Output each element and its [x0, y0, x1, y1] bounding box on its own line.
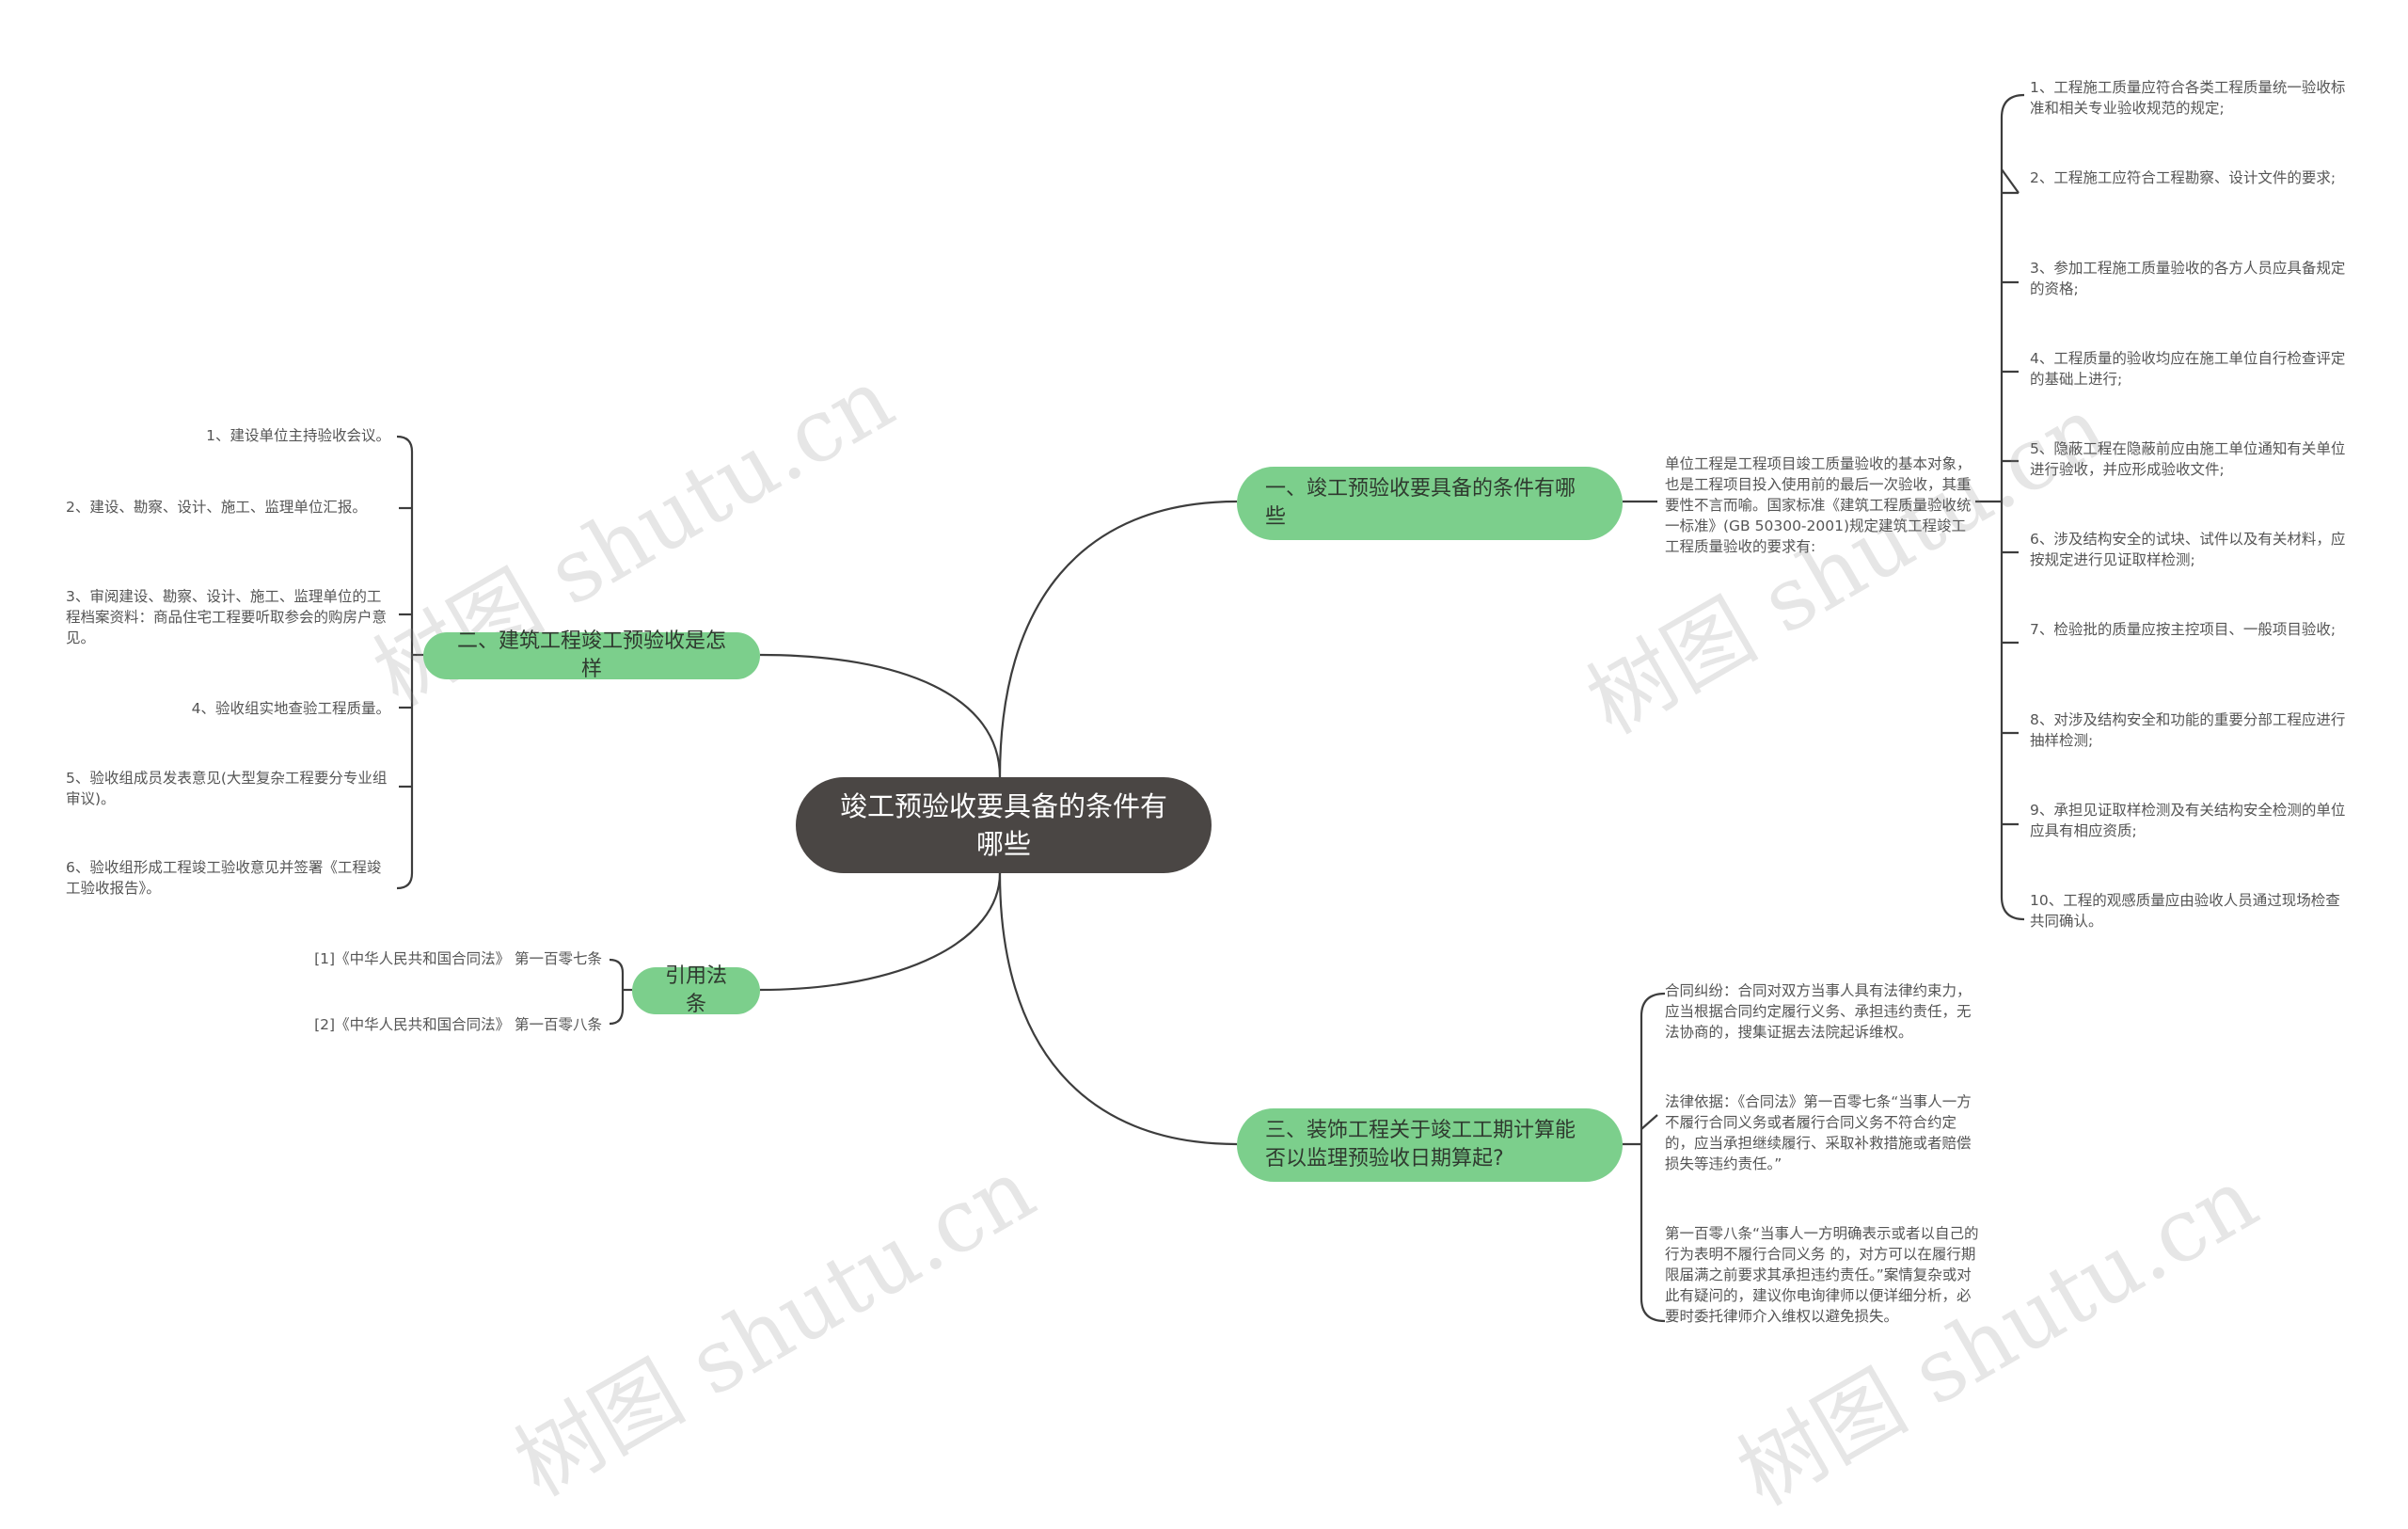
condition-item: 2、工程施工应符合工程勘察、设计文件的要求; [2030, 169, 2337, 186]
bracket-b2-items [396, 435, 414, 890]
root-node[interactable]: 竣工预验收要具备的条件有哪些 [796, 777, 1212, 873]
branch-laws-title: 引用法条 [664, 964, 727, 1016]
law-item: [1]《中华人民共和国合同法》 第一百零七条 [314, 950, 602, 967]
branch-procedure-title: 二、建筑工程竣工预验收是怎样 [456, 629, 726, 681]
procedure-item: 3、审阅建设、勘察、设计、施工、监理单位的工程档案资料：商品住宅工程要听取参会的… [66, 588, 388, 646]
mindmap-connectors [396, 93, 2025, 1323]
connector-root-b2 [759, 653, 1002, 778]
branch-laws[interactable]: 引用法条 [632, 964, 760, 1016]
condition-item: 5、隐蔽工程在隐蔽前应由施工单位通知有关单位进行验收，并应形成验收文件; [2030, 440, 2346, 478]
bracket-b4-items [609, 958, 625, 1026]
procedure-item: 4、验收组实地查验工程质量。 [191, 700, 390, 717]
condition-item: 8、对涉及结构安全和功能的重要分部工程应进行抽样检测; [2030, 711, 2346, 749]
decoration-item: 法律依据：《合同法》第一百零七条“当事人一方不履行合同义务或者履行合同义务不符合… [1665, 1093, 1972, 1172]
connector-root-b3 [998, 872, 1238, 1146]
law-item: [2]《中华人民共和国合同法》 第一百零八条 [314, 1016, 602, 1033]
condition-item: 10、工程的观感质量应由验收人员通过现场检查共同确认。 [2030, 892, 2340, 930]
condition-item: 1、工程施工质量应符合各类工程质量统一验收标准和相关专业验收规范的规定; [2030, 79, 2346, 117]
decoration-item: 合同纠纷：合同对双方当事人具有法律约束力，应当根据合同约定履行义务、承担违约责任… [1665, 982, 1972, 1041]
bracket-b1-items [2000, 93, 2025, 921]
condition-item: 4、工程质量的验收均应在施工单位自行检查评定的基础上进行; [2030, 350, 2346, 388]
bracket-b3-items [1640, 992, 1666, 1323]
procedure-item: 2、建设、勘察、设计、施工、监理单位汇报。 [66, 499, 367, 516]
root-title: 竣工预验收要具备的条件有哪些 [839, 790, 1167, 860]
condition-item: 6、涉及结构安全的试块、试件以及有关材料，应按规定进行见证取样检测; [2030, 531, 2346, 568]
condition-item: 9、承担见证取样检测及有关结构安全检测的单位应具有相应资质; [2030, 802, 2346, 839]
branch-decoration-period-title: 三、装饰工程关于竣工工期计算能否以监理预验收日期算起? [1265, 1119, 1576, 1171]
branch-procedure[interactable]: 二、建筑工程竣工预验收是怎样 [423, 629, 760, 681]
branch-decoration-period[interactable]: 三、装饰工程关于竣工工期计算能否以监理预验收日期算起? [1237, 1108, 1623, 1182]
decoration-item: 第一百零八条“当事人一方明确表示或者以自己的行为表明不履行合同义务 的，对方可以… [1665, 1225, 1979, 1325]
branch-conditions-intro: 单位工程是工程项目竣工质量验收的基本对象，也是工程项目投入使用前的最后一次验收，… [1665, 455, 1972, 555]
branch-conditions-title: 一、竣工预验收要具备的条件有哪些 [1265, 477, 1576, 529]
connector-root-b4 [759, 872, 1002, 992]
condition-item: 3、参加工程施工质量验收的各方人员应具备规定的资格; [2030, 260, 2346, 297]
procedure-item: 6、验收组形成工程竣工验收意见并签署《工程竣工验收报告》。 [66, 859, 382, 897]
procedure-item: 1、建设单位主持验收会议。 [206, 427, 390, 444]
condition-item: 7、检验批的质量应按主控项目、一般项目验收; [2030, 621, 2337, 638]
branch-conditions[interactable]: 一、竣工预验收要具备的条件有哪些 [1237, 467, 1623, 540]
procedure-item: 5、验收组成员发表意见(大型复杂工程要分专业组审议)。 [66, 770, 388, 807]
connector-root-b1 [998, 500, 1238, 778]
